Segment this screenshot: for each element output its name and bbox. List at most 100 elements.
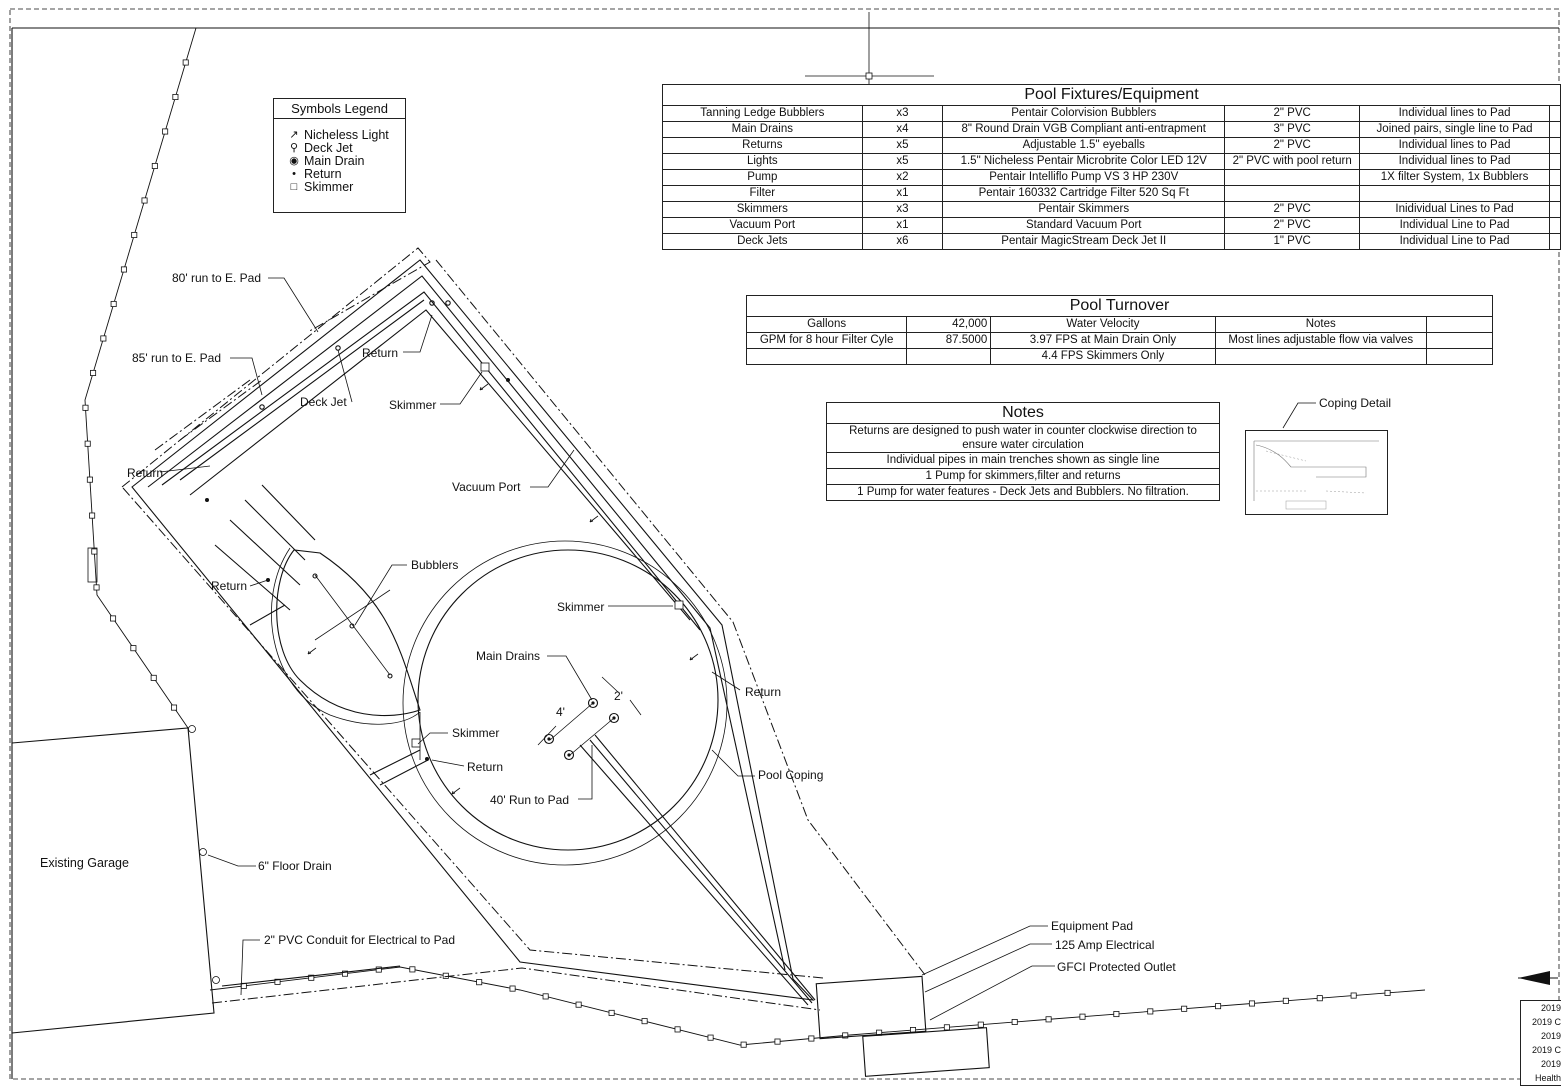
coping-detail-sketch [1253,440,1379,510]
fence-posts [82,59,1391,1048]
fence-post [93,584,100,591]
table-cell-empty [1548,233,1561,250]
table-cell: x4 [861,121,944,138]
fence-post [1215,1003,1222,1010]
fence-corner-post [188,725,196,733]
legend-label: Return [304,167,342,181]
legend-item: ↗ Nicheless Light [274,129,405,142]
table-cell-empty [1548,137,1561,154]
fence-post [150,674,157,681]
table-cell: 2" PVC [1224,217,1361,234]
setback-line-west [121,247,824,979]
fence-post [842,1032,849,1039]
label-gfci: GFCI Protected Outlet [1057,960,1176,974]
label-deck-jet: Deck Jet [300,395,347,409]
coping-detail-thumbnail [1245,430,1388,515]
table-cell: 2" PVC with pool return [1224,153,1361,170]
fence-post [91,548,98,555]
table-cell: Pentair Intelliflo Pump VS 3 HP 230V [942,169,1226,186]
notes-table: Notes Returns are designed to push water… [826,402,1220,501]
table-cell: Notes [1214,316,1427,333]
title-block-line: Health [1534,1073,1561,1083]
table-cell [1224,169,1361,186]
legend-item: ◉ Main Drain [274,155,405,168]
label-return-top: Return [362,346,398,360]
table-cell: Skimmers [662,201,863,218]
fence-post [1248,1000,1255,1007]
north-arrow-head [1518,971,1550,985]
table-cell: Inidividual Lines to Pad [1359,201,1550,218]
table-cell: 1.5" Nicheless Pentair Microbrite Color … [942,153,1226,170]
note-row: 1 Pump for water features - Deck Jets an… [826,484,1220,501]
symbols-legend: Symbols Legend ↗ Nicheless Light ⚲ Deck … [273,98,406,213]
pool-deep-end-coping [402,540,728,866]
title-block-line: 2019 C [1531,1017,1561,1027]
fence-post [1045,1016,1052,1023]
legend-label: Deck Jet [304,141,353,155]
title-block-line: 2019 [1540,1003,1561,1013]
table-cell: 42,000 [906,316,992,333]
nicheless-light-icon: ↗ [289,129,299,141]
label-85-run: 85' run to E. Pad [132,351,221,365]
label-return-west: Return [127,466,163,480]
trench-pipes [214,484,316,611]
legend-item: • Return [274,168,405,181]
floor-drain-symbol [199,848,207,856]
table-row: 4.4 FPS Skimmers Only [745,348,1494,365]
table-cell: x5 [861,137,944,154]
label-existing-garage: Existing Garage [40,856,129,870]
leader-lines [159,277,1316,1021]
table-cell: Main Drains [662,121,863,138]
label-main-drains: Main Drains [476,649,540,663]
table-cell: Gallons [745,316,908,333]
table-cell: x3 [861,201,944,218]
fixtures-title: Pool Fixtures/Equipment [662,84,1561,105]
fence-post [171,704,178,711]
fence-end-post [212,976,220,984]
fence-line-west [84,27,197,729]
table-cell: x1 [861,185,944,202]
fence-post [1113,1011,1120,1018]
table-cell: Individual lines to Pad [1359,105,1550,122]
table-cell-empty [1548,185,1561,202]
fence-post [110,615,117,622]
table-cell: Standard Vacuum Port [942,217,1226,234]
fence-post [342,970,349,977]
fence-post [131,231,138,238]
main-drain-icons [543,697,620,761]
table-cell: x5 [861,153,944,170]
table-cell [1425,348,1494,365]
fence-post [774,1038,781,1045]
label-conduit: 2" PVC Conduit for Electrical to Pad [264,933,455,947]
legend-label: Main Drain [304,154,365,168]
table-cell: 3" PVC [1224,121,1361,138]
main-drain-pipe-run [579,734,816,1006]
note-row: Returns are designed to push water in co… [826,423,1220,453]
table-cell: Pentair Colorvision Bubblers [942,105,1226,122]
table-cell [1425,332,1494,349]
fence-post [943,1024,950,1031]
return-icon: • [292,168,296,180]
fence-post [409,966,416,973]
table-cell [745,348,908,365]
pool-fixtures-table: Pool Fixtures/Equipment Tanning Ledge Bu… [662,84,1561,250]
fence-post [674,1026,681,1033]
fence-post [86,476,93,483]
table-cell: Filter [662,185,863,202]
table-cell: Pentair 160332 Cartridge Filter 520 Sq F… [942,185,1226,202]
setback-line-south [211,967,821,1011]
fence-post [110,300,117,307]
fence-post [509,985,516,992]
fence-post [308,974,315,981]
fence-post [641,1018,648,1025]
fence-post [1350,992,1357,999]
sheet-inner-border [11,27,1559,1079]
label-return-south: Return [467,760,503,774]
label-return-ledge: Return [211,579,247,593]
